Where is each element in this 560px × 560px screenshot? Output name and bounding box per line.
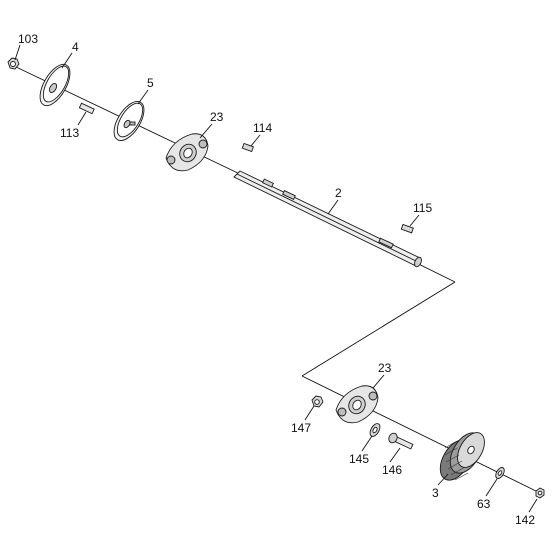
leader-lines [14, 44, 538, 513]
part-3-knurled-wheel [439, 432, 485, 481]
part-23-bearing-upper [165, 133, 209, 172]
part-113-pin [78, 102, 95, 115]
label-part-63: 63 [477, 497, 491, 511]
part-4-flange-disc [39, 63, 71, 107]
part-5-disc [113, 101, 145, 141]
label-part-23-lower: 23 [378, 361, 392, 375]
assembly-axis-lines [13, 65, 541, 494]
label-part-115: 115 [413, 201, 432, 215]
label-part-142: 142 [515, 513, 535, 527]
label-part-146: 146 [382, 463, 402, 477]
part-23-bearing-lower [335, 385, 379, 424]
part-115-key [400, 223, 414, 234]
part-146-bolt [388, 432, 414, 450]
leader-4 [61, 52, 73, 69]
label-part-23-upper: 23 [210, 110, 224, 124]
part-103-nut [7, 57, 20, 70]
part-63-washer [495, 467, 505, 479]
label-part-5: 5 [147, 76, 154, 90]
part-2-shaft [233, 170, 422, 268]
label-part-103: 103 [18, 32, 38, 46]
leader-147 [304, 405, 315, 421]
part-142-screw [535, 487, 545, 499]
leader-3 [437, 473, 449, 486]
leader-63 [485, 478, 498, 497]
part-labels: 103 4 5 113 23 114 2 115 23 147 145 146 … [18, 32, 535, 527]
axis-line-lower [301, 375, 541, 494]
leader-145 [361, 435, 373, 452]
label-part-4: 4 [72, 40, 79, 54]
leader-2 [327, 199, 339, 215]
leader-103 [14, 44, 21, 61]
part-145-washer [369, 423, 381, 437]
label-part-2: 2 [335, 186, 342, 200]
leader-23-lower [372, 374, 385, 389]
label-part-145: 145 [349, 452, 369, 466]
leader-146 [389, 447, 401, 463]
leader-142 [528, 498, 538, 513]
leader-5 [137, 89, 149, 105]
leader-114 [250, 134, 261, 147]
part-114-key [241, 142, 254, 153]
label-part-3: 3 [432, 486, 439, 500]
leader-23-upper [199, 123, 213, 139]
label-part-147: 147 [291, 421, 311, 435]
leader-115 [409, 214, 420, 227]
part-147-nut [311, 395, 324, 408]
leader-113 [77, 111, 87, 126]
axis-line-return [301, 281, 456, 377]
label-part-113: 113 [60, 126, 79, 140]
label-part-114: 114 [253, 121, 272, 135]
